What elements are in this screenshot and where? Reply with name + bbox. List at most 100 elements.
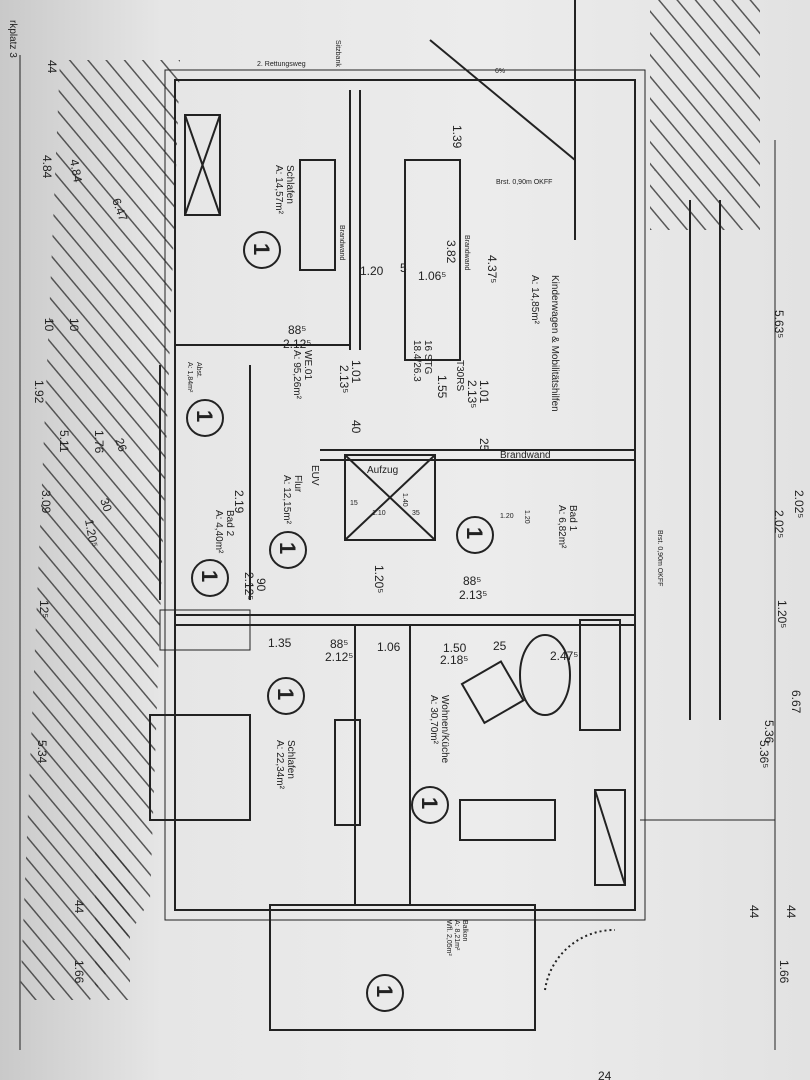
dimension: 44 (747, 905, 761, 919)
dimension: 44 (784, 905, 798, 919)
room-flur: Flur A: 12,15m² 1 (269, 475, 307, 569)
unit-area: A: 95,26m² (291, 350, 302, 400)
sheet-ref: rkplatz 3 (7, 20, 18, 58)
hatched-balcony-edge (95, 850, 130, 1000)
svg-text:Bad 1: Bad 1 (567, 505, 578, 532)
svg-text:A: 14,57m²: A: 14,57m² (273, 165, 284, 215)
parapet-band (159, 609, 251, 651)
dimension: 5.63⁵ (772, 310, 786, 338)
dimension: 44 (72, 900, 86, 914)
svg-text:Flur: Flur (292, 475, 303, 493)
svg-text:A: 12,15m²: A: 12,15m² (281, 475, 292, 525)
svg-text:1: 1 (372, 985, 397, 997)
parapet-label-1: Brst. 0,90m OKFF (496, 179, 552, 186)
svg-text:Wohnen/Küche: Wohnen/Küche (439, 695, 450, 764)
dimension: 2.02⁵ (772, 510, 786, 538)
dimension: 5.36⁵ (757, 740, 771, 768)
dimension: 1.76 (92, 430, 106, 454)
page-number: 24 (598, 1069, 612, 1080)
dimension: 1.20 (360, 264, 384, 278)
dimension: 30 (97, 496, 115, 514)
dimension: 44 (45, 60, 59, 74)
dimension: 2.02⁵ (792, 490, 806, 518)
dimension: 3.09 (39, 490, 53, 514)
dimension: 25 (493, 639, 507, 653)
room-schlafen-1: Schlafen A: 14,57m² 1 (243, 165, 295, 269)
dimension: 40 (349, 420, 363, 434)
svg-text:1: 1 (462, 527, 487, 539)
dimension: 90 (254, 578, 268, 592)
svg-text:1: 1 (192, 410, 217, 422)
svg-text:Bad 2: Bad 2 (224, 510, 235, 537)
firewall-label-3: Brandwand (463, 235, 470, 271)
dimension: 1.39 (450, 125, 464, 149)
stairs-count: 16 STG (422, 340, 433, 375)
dimension: 1.01 (477, 380, 491, 404)
hatched-roof-left (20, 60, 180, 1000)
dimension: 4.37⁵ (485, 255, 499, 283)
svg-text:Balkon: Balkon (461, 920, 468, 942)
dimension: 6.67 (789, 690, 803, 714)
dimension: 3.82 (444, 240, 458, 264)
slope-label: 6% (495, 68, 505, 75)
svg-text:1: 1 (197, 570, 222, 582)
dimension: 1.50 (443, 641, 467, 655)
dimension: 2.18⁵ (440, 653, 468, 667)
dimension: 1.06 (377, 640, 401, 654)
dimension: 25 (477, 438, 491, 452)
dimension: 2.12⁵ (242, 572, 256, 600)
svg-text:A: 22,34m²: A: 22,34m² (274, 740, 285, 790)
svg-text:A: 1,84m²: A: 1,84m² (186, 362, 193, 393)
dimension: 88⁵ (463, 574, 481, 588)
svg-text:1: 1 (249, 243, 274, 255)
dimension: 2.13⁵ (337, 365, 351, 393)
dimension: 35 (412, 510, 420, 517)
firewall-label-2: Brandwand (338, 225, 345, 261)
dimension: 1.06⁵ (418, 269, 446, 283)
dimension: 4.84 (67, 158, 85, 184)
dimension: 12⁵ (37, 600, 51, 618)
svg-text:Schlafen: Schlafen (285, 740, 296, 779)
room-kinderwagen: Kinderwagen & Mobilitätshilfen A: 14,85m… (529, 275, 560, 412)
dimension: 26 (112, 436, 130, 454)
dimension: 1.66 (72, 960, 86, 984)
dimension: 15 (350, 500, 358, 507)
dimension: 5 (400, 261, 407, 275)
dimension: 5.11 (57, 430, 71, 453)
room-abstell: Abst. A: 1,84m² 1 (186, 362, 224, 437)
dimension: 88⁵ (288, 323, 306, 337)
dimension: 1.20⁵ (82, 518, 101, 548)
firewall-label: Brandwand (500, 450, 551, 461)
dimension: 10 (67, 318, 81, 332)
room-bad-2: Bad 2 A: 4,40m² 1 (191, 510, 235, 597)
dimension: 5.36 (762, 720, 776, 744)
dimension: 2.12⁵ (283, 337, 311, 351)
room-bad-1: Bad 1 A: 6,82m² 1 (456, 505, 578, 554)
dimensions: 1.39 3.82 4.37⁵ 1.20 5 1.06⁵ 88⁵ 2.12⁵ 1… (32, 60, 806, 984)
svg-text:A: 8,21m²: A: 8,21m² (453, 920, 460, 951)
dimension: 10 (42, 318, 56, 332)
svg-text:Wfl. 2,05m²: Wfl. 2,05m² (445, 920, 452, 956)
dimension: 1.10 (372, 510, 386, 517)
meter-label: EUV (309, 465, 320, 486)
room-balkon: Balkon A: 8,21m² Wfl. 2,05m² 1 (366, 920, 468, 1012)
dimension: 1.20 (523, 510, 530, 524)
dimension: 2.47⁵ (550, 649, 578, 663)
room-schlafen-2: Schlafen A: 22,34m² 1 (267, 677, 305, 790)
parapet-label-2: Brst. 0,90m OKFF (656, 530, 663, 586)
dimension: 2.13⁵ (465, 380, 479, 408)
stairs-ratio: 18.4/26.3 (411, 340, 422, 382)
dimension: 2.13⁵ (459, 588, 487, 602)
svg-text:1: 1 (417, 797, 442, 809)
dimension: 1.01 (349, 360, 363, 384)
svg-text:1: 1 (275, 542, 300, 554)
hatched-roof-right (650, 0, 760, 230)
unit-name: WE.01 (302, 350, 313, 380)
svg-text:Schlafen: Schlafen (284, 165, 295, 204)
dimension: 1.40 (401, 493, 408, 507)
dimension: 5.34 (35, 740, 49, 764)
walls (19, 0, 776, 1050)
svg-text:A: 30,70m²: A: 30,70m² (428, 695, 439, 745)
